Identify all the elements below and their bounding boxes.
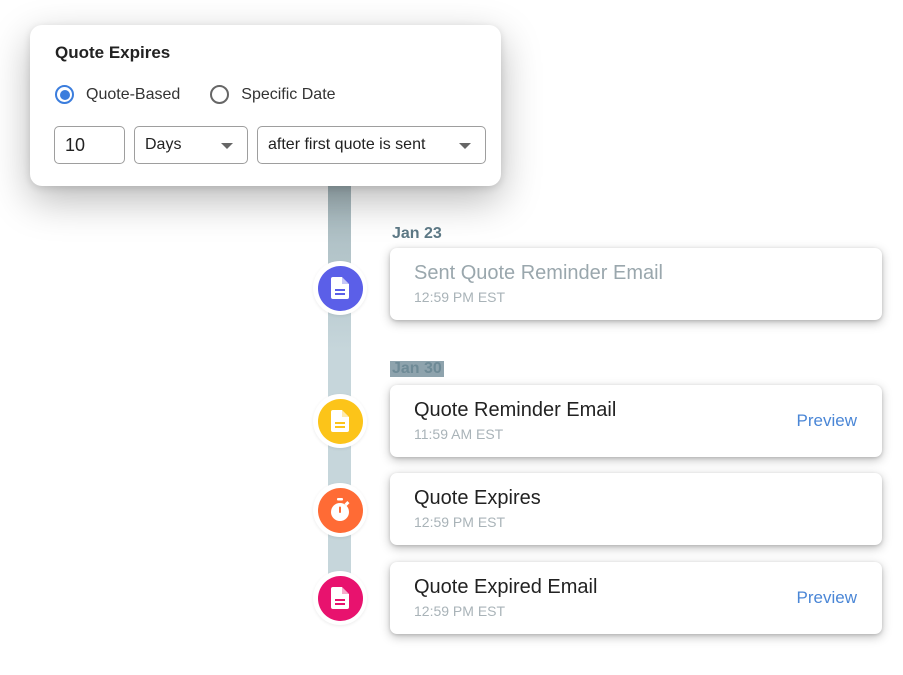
stopwatch-icon [317, 487, 363, 533]
document-icon [317, 398, 363, 444]
date-label: Jan 30 [390, 361, 444, 377]
timeline-node [313, 571, 367, 625]
radio-label: Specific Date [241, 85, 336, 103]
timeline-node [313, 394, 367, 448]
preview-link[interactable]: Preview [796, 588, 857, 607]
preview-link[interactable]: Preview [796, 411, 857, 430]
amount-value: 10 [65, 134, 86, 155]
radio-label: Quote-Based [86, 85, 181, 103]
event-time: 12:59 PM EST [414, 289, 506, 305]
anchor-select[interactable]: after first quote is sent [257, 126, 486, 164]
event-card[interactable]: Quote Expired Email 12:59 PM EST Preview [390, 562, 882, 634]
radio-unchecked-icon[interactable] [210, 85, 230, 104]
chevron-down-icon [221, 143, 233, 149]
radio-specific-date[interactable]: Specific Date [210, 85, 336, 104]
amount-input[interactable]: 10 [54, 126, 125, 164]
event-card[interactable]: Quote Expires 12:59 PM EST [390, 473, 882, 545]
anchor-value: after first quote is sent [268, 136, 426, 153]
expiry-controls: 10 Days after first quote is sent [54, 126, 486, 164]
quote-expires-panel: Quote Expires Quote-Based Specific Date … [30, 25, 501, 186]
unit-value: Days [145, 136, 182, 153]
event-title: Quote Expired Email [414, 576, 598, 598]
event-title: Quote Reminder Email [414, 399, 617, 421]
expiry-mode-radio-group: Quote-Based Specific Date [55, 85, 366, 104]
timeline-node [313, 483, 367, 537]
event-title: Quote Expires [414, 487, 541, 509]
panel-title: Quote Expires [55, 43, 171, 62]
radio-checked-icon[interactable] [55, 85, 74, 104]
document-icon [317, 265, 363, 311]
unit-select[interactable]: Days [134, 126, 248, 164]
event-title: Sent Quote Reminder Email [414, 262, 664, 284]
timeline-node [313, 261, 367, 315]
chevron-down-icon [459, 143, 471, 149]
event-time: 11:59 AM EST [414, 426, 504, 442]
date-label: Jan 23 [392, 225, 442, 242]
event-time: 12:59 PM EST [414, 603, 506, 619]
event-card[interactable]: Quote Reminder Email 11:59 AM EST Previe… [390, 385, 882, 457]
event-card[interactable]: Sent Quote Reminder Email 12:59 PM EST [390, 248, 882, 320]
event-time: 12:59 PM EST [414, 514, 506, 530]
radio-quote-based[interactable]: Quote-Based [55, 85, 180, 104]
document-icon [317, 575, 363, 621]
